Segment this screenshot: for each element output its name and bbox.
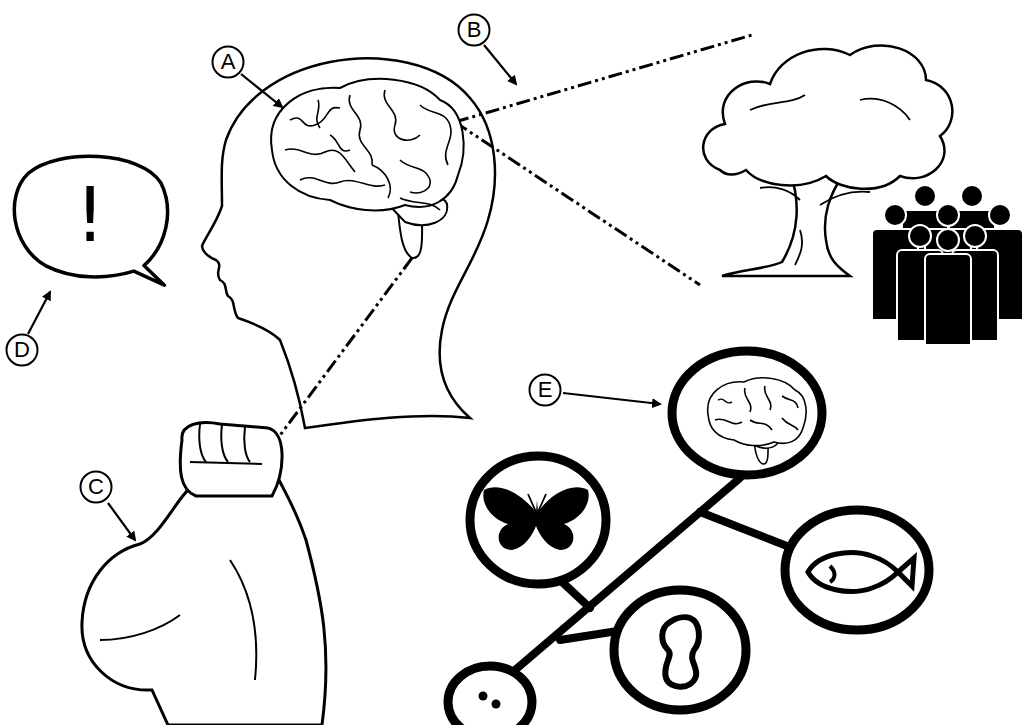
callout-label: D xyxy=(5,333,39,367)
callout-circle-outline xyxy=(459,15,490,46)
callout-circle-outline xyxy=(81,472,112,503)
fish-detail xyxy=(830,566,835,582)
callout-circle-outline xyxy=(7,335,38,366)
head-outline xyxy=(202,58,495,428)
callout-label: B xyxy=(457,13,491,47)
callout-label: C xyxy=(79,470,113,504)
fish xyxy=(808,553,914,592)
flexed-arm xyxy=(82,423,326,725)
organism-circles xyxy=(448,351,929,725)
callout-circle-outline xyxy=(530,375,561,406)
callout-letter: B xyxy=(467,19,482,41)
exclamation-mark: ! xyxy=(75,178,105,252)
callout-letter: A xyxy=(221,51,236,73)
callout-letter: C xyxy=(88,476,104,498)
leader-arrows xyxy=(28,45,660,540)
butterfly xyxy=(483,487,588,550)
speech-bubble-outline xyxy=(14,156,167,285)
speech-bubble: ! xyxy=(8,148,178,288)
callout-label: E xyxy=(528,373,562,407)
cell-dots xyxy=(479,692,501,709)
callout-letter: E xyxy=(538,379,553,401)
crowd xyxy=(872,185,1023,345)
butterfly-antennae xyxy=(528,494,546,512)
small-brain xyxy=(708,378,806,464)
callout-circle-outline xyxy=(213,47,244,78)
brain xyxy=(271,79,463,258)
callout-letter: D xyxy=(14,339,30,361)
callout-label: A xyxy=(211,45,245,79)
rod-cell xyxy=(662,617,699,687)
